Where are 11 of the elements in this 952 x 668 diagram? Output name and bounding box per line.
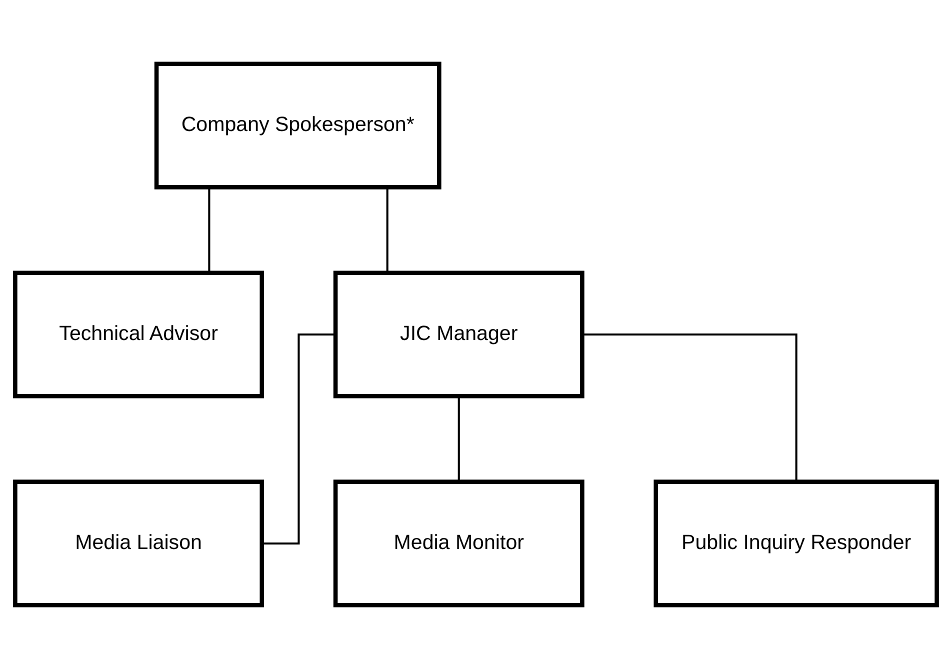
connector bbox=[208, 187, 210, 272]
node-box: Technical Advisor bbox=[13, 270, 264, 398]
connector bbox=[262, 332, 336, 544]
connector bbox=[582, 332, 798, 481]
connector bbox=[458, 396, 460, 481]
node-box: Media Liaison bbox=[13, 479, 264, 607]
node-box: Media Monitor bbox=[333, 479, 584, 607]
node-box: Public Inquiry Responder bbox=[654, 479, 939, 607]
node-box: JIC Manager bbox=[333, 270, 584, 398]
node-box: Company Spokesperson* bbox=[154, 61, 442, 189]
connector bbox=[386, 187, 388, 272]
